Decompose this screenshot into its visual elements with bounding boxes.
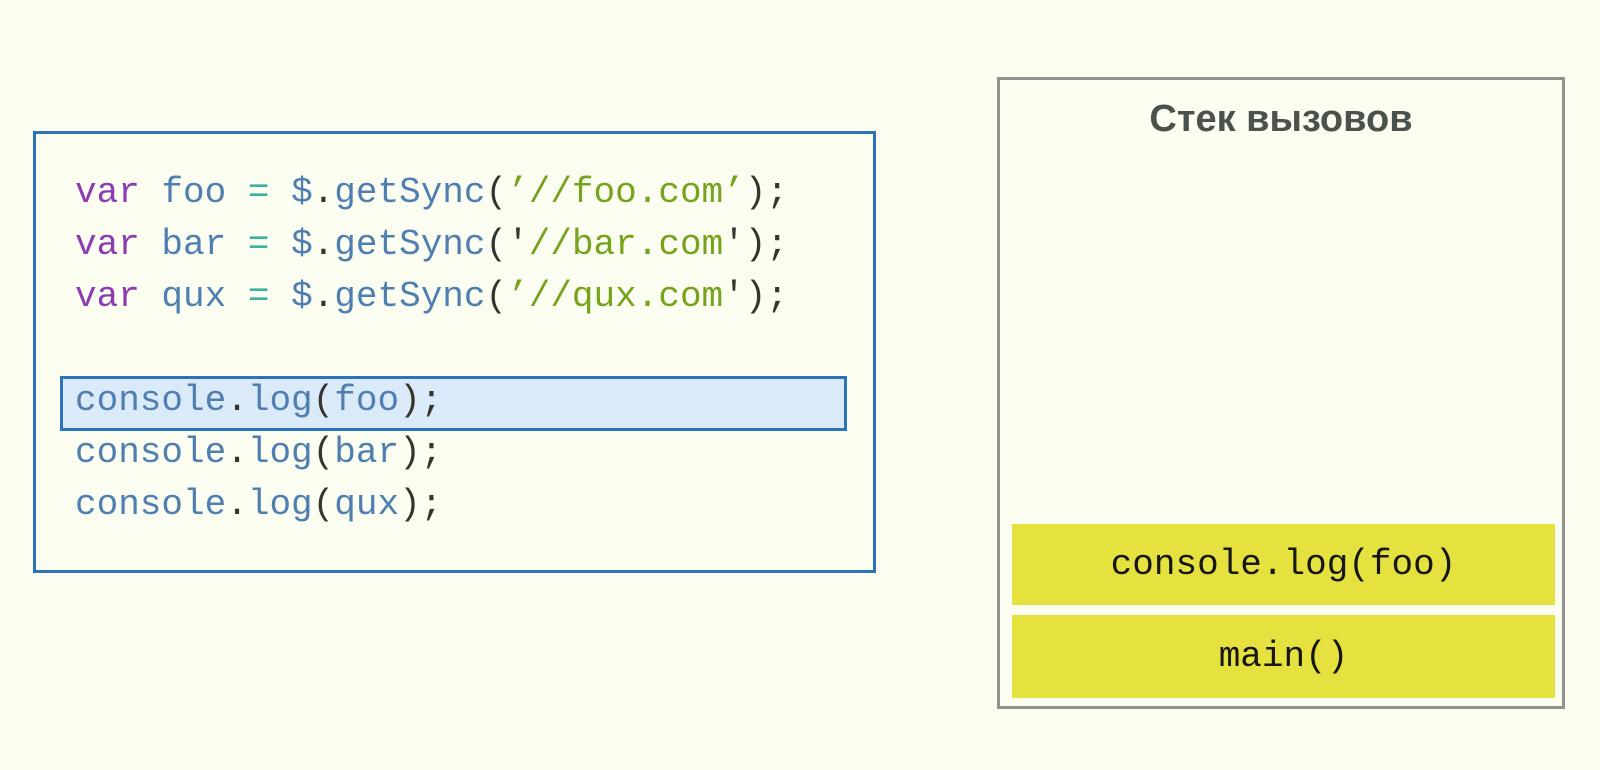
code-line-console-log-bar: console.log(bar); — [75, 427, 442, 479]
code-token: console — [75, 380, 227, 421]
code-token: foo — [161, 172, 227, 213]
code-token — [269, 276, 291, 317]
stack-frame-console-log-foo: console.log(foo) — [1012, 524, 1555, 605]
code-token: var — [75, 224, 140, 265]
code-token — [269, 172, 291, 213]
code-token: ( — [485, 276, 508, 317]
code-token: '); — [723, 276, 788, 317]
code-token: = — [247, 172, 270, 213]
call-stack-title: Стек вызовов — [1149, 98, 1413, 140]
code-token: getSync — [334, 172, 486, 213]
code-token: . — [226, 484, 248, 525]
code-token: ); — [399, 432, 443, 473]
code-token — [140, 172, 162, 213]
code-line-var-foo: var foo = $.getSync(’//foo.com’); — [75, 167, 788, 219]
code-token — [140, 224, 162, 265]
code-token: ’//qux.com — [507, 276, 724, 317]
code-token: $ — [291, 172, 313, 213]
code-token: . — [312, 172, 335, 213]
code-token: ( — [485, 172, 508, 213]
code-token: log — [247, 432, 313, 473]
code-token: $ — [291, 276, 313, 317]
code-token: . — [226, 432, 248, 473]
code-line-var-bar: var bar = $.getSync('//bar.com'); — [75, 219, 788, 271]
code-token — [226, 224, 248, 265]
code-token: ); — [744, 172, 788, 213]
code-token: ( — [312, 484, 335, 525]
code-line-console-log-qux: console.log(qux); — [75, 479, 442, 531]
code-token: qux — [334, 484, 400, 525]
code-token: '); — [723, 224, 788, 265]
code-token: getSync — [334, 276, 486, 317]
code-line-console-log-foo: console.log(foo); — [75, 375, 442, 427]
code-token: qux — [161, 276, 227, 317]
code-token: console — [75, 484, 227, 525]
code-token: ); — [399, 380, 443, 421]
code-token: log — [247, 380, 313, 421]
call-stack-panel: Стек вызовов console.log(foo) main() — [997, 77, 1565, 709]
code-token: . — [312, 224, 335, 265]
code-token: $ — [291, 224, 313, 265]
code-token: ’//foo.com’ — [507, 172, 745, 213]
code-token — [226, 276, 248, 317]
code-token: ( — [312, 380, 335, 421]
code-token — [226, 172, 248, 213]
code-token: ); — [399, 484, 443, 525]
code-token: var — [75, 172, 140, 213]
stack-frame-main: main() — [1012, 615, 1555, 698]
code-token: = — [247, 276, 270, 317]
code-token: . — [312, 276, 335, 317]
code-token: bar — [161, 224, 227, 265]
code-token: //bar.com — [528, 224, 724, 265]
code-token: = — [247, 224, 270, 265]
code-line-var-qux: var qux = $.getSync(’//qux.com'); — [75, 271, 788, 323]
code-token: log — [247, 484, 313, 525]
code-token: foo — [334, 380, 400, 421]
code-token: getSync — [334, 224, 486, 265]
code-token: . — [226, 380, 248, 421]
code-token: console — [75, 432, 227, 473]
code-token: (' — [485, 224, 529, 265]
code-token: var — [75, 276, 140, 317]
code-token — [140, 276, 162, 317]
code-token — [269, 224, 291, 265]
code-block: var foo = $.getSync(’//foo.com’); var ba… — [33, 131, 876, 573]
code-token: ( — [312, 432, 335, 473]
current-line-highlight — [60, 376, 847, 431]
code-token: bar — [334, 432, 400, 473]
